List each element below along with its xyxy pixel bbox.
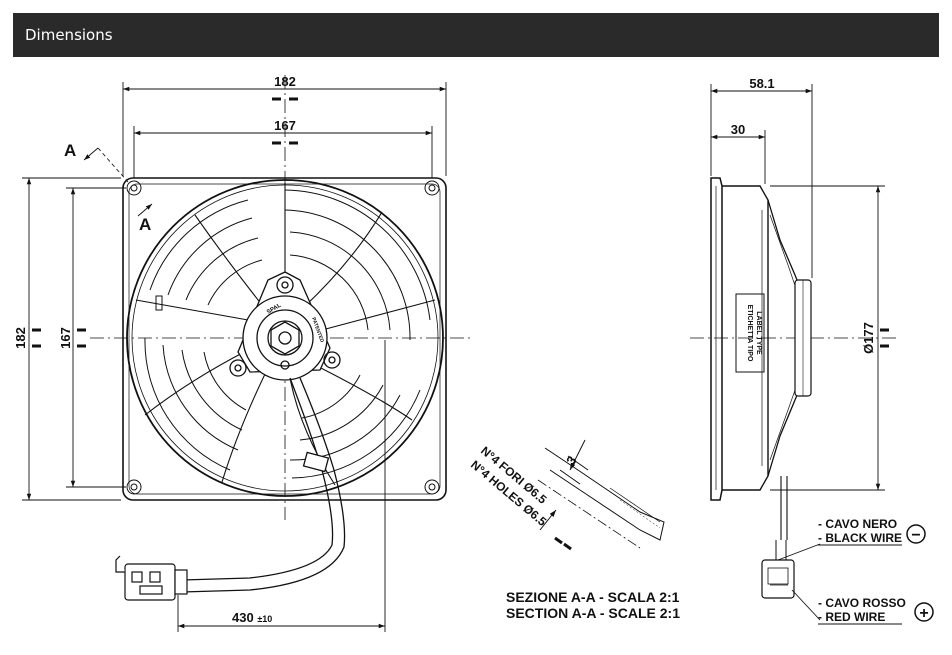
fan-shroud: [126, 179, 444, 497]
dim-depth-frame: 30: [731, 122, 745, 137]
power-cable: [181, 377, 346, 593]
black-wire-en: - BLACK WIRE: [818, 531, 902, 545]
front-dimensions: [22, 82, 447, 632]
section-title-it: SEZIONE A-A - SCALA 2:1: [506, 589, 680, 605]
dim-width-outer: 182: [274, 74, 296, 89]
motor-hub: [229, 271, 341, 381]
side-dimensions: [710, 84, 889, 621]
negative-symbol: [906, 524, 926, 544]
cable-connector: [115, 555, 188, 601]
section-mark-top: A: [64, 141, 76, 160]
red-wire-it: - CAVO ROSSO: [818, 596, 906, 610]
front-view: SPAL PATENTED: [90, 75, 470, 601]
front-dimension-labels: 182 167 182 167 A A 430 ±10: [13, 74, 296, 625]
side-connector: [761, 559, 795, 599]
dim-width-inner: 167: [274, 118, 296, 133]
side-labels: 58.1 30 Ø177 ETICHETTA TIPO LABEL TYPE -…: [731, 76, 934, 625]
fan-spokes: [135, 183, 436, 486]
positive-symbol: [914, 602, 934, 622]
dim-diameter: Ø177: [861, 322, 876, 354]
positive-sign: +: [919, 605, 928, 622]
black-wire-it: - CAVO NERO: [818, 517, 897, 531]
section-title: Dimensions: [25, 26, 113, 44]
section-labels: N°4 FORI Ø6.5 N°4 HOLES Ø6.5 3 SEZIONE A…: [468, 444, 680, 621]
type-label-it: ETICHETTA TIPO: [746, 305, 753, 362]
type-label-en: LABEL TYPE: [755, 311, 762, 355]
section-title-en: SECTION A-A - SCALE 2:1: [506, 605, 680, 621]
type-label-box: [735, 293, 765, 373]
negative-sign: −: [911, 527, 920, 544]
dim-height-inner: 167: [58, 327, 73, 349]
mounting-holes: [126, 180, 440, 495]
red-wire-en: - RED WIRE: [818, 610, 885, 624]
section-mark-bottom: A: [139, 215, 151, 234]
dim-depth-total: 58.1: [749, 76, 774, 91]
section-view: [537, 439, 665, 551]
dim-height-outer: 182: [13, 327, 28, 349]
cable-length: 430 ±10: [232, 610, 272, 625]
section-header: Dimensions: [13, 13, 939, 57]
fan-frame: [122, 177, 447, 501]
